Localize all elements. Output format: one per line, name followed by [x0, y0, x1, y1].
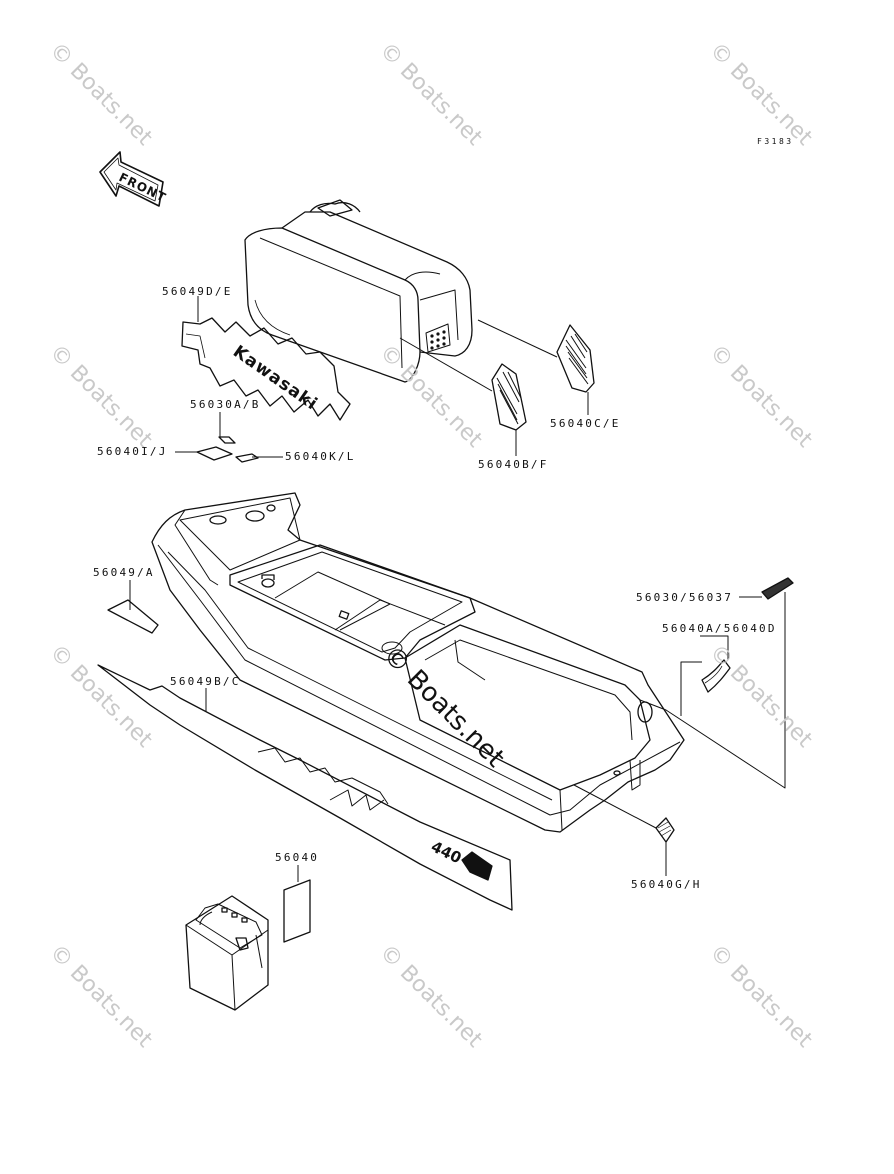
front-arrow-icon: FRONT — [99, 151, 169, 207]
battery — [185, 895, 269, 1011]
label-56040gh: 56040G/H — [631, 878, 702, 891]
label-56040: 56040 — [275, 851, 320, 864]
label-56040ij: 56040I/J — [97, 445, 168, 458]
footpad-bf — [491, 363, 527, 431]
label-56049bc: 56049B/C — [170, 675, 241, 688]
label-56049a: 56049/A — [93, 566, 155, 579]
small-decals — [196, 436, 259, 463]
decal-56049a — [107, 599, 159, 634]
decal-56040gh — [655, 817, 675, 843]
stripe-model-text: 440 — [428, 837, 464, 867]
label-56040a-56040d: 56040A/56040D — [662, 622, 777, 635]
leader-lines — [129, 296, 786, 882]
label-56049de: 56049D/E — [162, 285, 233, 298]
label-56030ab: 56030A/B — [190, 398, 261, 411]
label-56040ce: 56040C/E — [550, 417, 621, 430]
hull-body — [151, 492, 685, 833]
decal-56040a-d — [701, 659, 731, 693]
label-56040bf: 56040B/F — [478, 458, 549, 471]
hood-cover — [244, 199, 473, 383]
decal-56030-56037 — [761, 577, 794, 600]
label-56040kl: 56040K/L — [285, 450, 356, 463]
label-56030-56037: 56030/56037 — [636, 591, 734, 604]
figure-code: F3183 — [757, 137, 794, 146]
footpad-ce — [556, 324, 595, 393]
decal-56040 — [283, 879, 311, 943]
front-arrow-label: FRONT — [117, 170, 169, 205]
